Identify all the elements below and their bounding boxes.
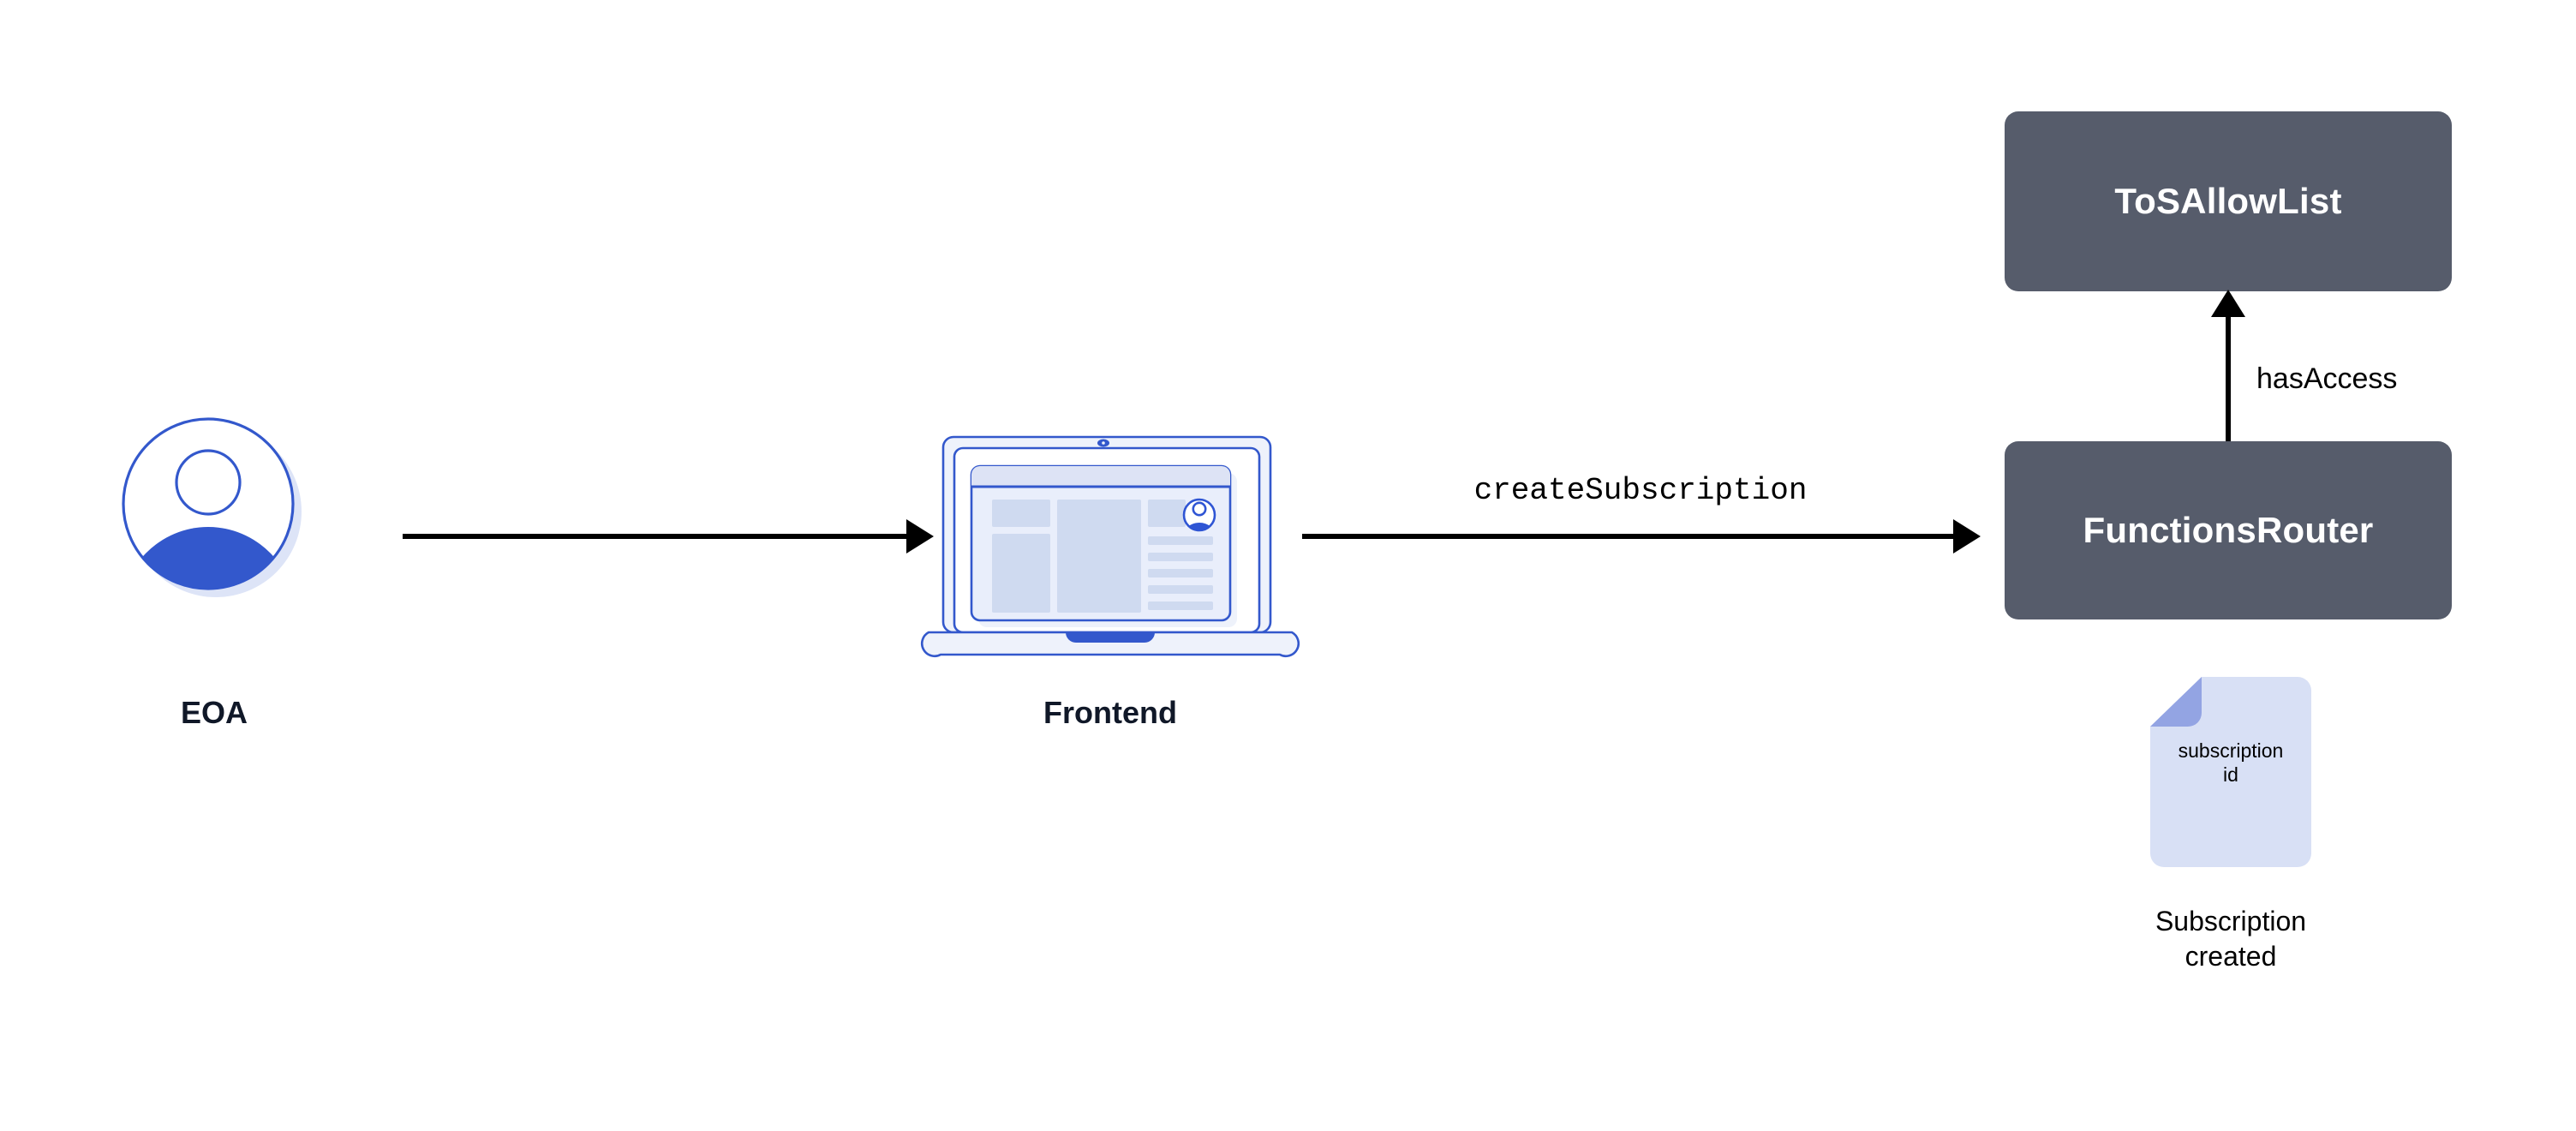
document-inner-line-2: id <box>2223 763 2238 787</box>
document-inner-text: subscription id <box>2150 739 2311 787</box>
node-tos-allow-list[interactable]: ToSAllowList <box>2005 111 2452 291</box>
document-icon <box>2150 677 2311 867</box>
node-subscription-document-caption: Subscription created <box>2085 904 2376 974</box>
edge-eoa-to-frontend <box>403 514 934 559</box>
node-subscription-document[interactable]: subscription id <box>2150 677 2311 867</box>
node-functions-router-label: FunctionsRouter <box>2083 510 2374 550</box>
edge-label-has-access: hasAccess <box>2256 362 2398 395</box>
node-frontend[interactable] <box>920 427 1300 667</box>
node-frontend-label: Frontend <box>1043 695 1177 730</box>
document-caption-line-1: Subscription <box>2155 906 2307 937</box>
edge-router-to-tos <box>2206 288 2250 444</box>
document-caption-line-2: created <box>2185 940 2277 972</box>
node-functions-router[interactable]: FunctionsRouter <box>2005 441 2452 619</box>
user-avatar-icon <box>122 417 302 597</box>
node-tos-allow-list-label: ToSAllowList <box>2114 181 2342 221</box>
laptop-icon <box>920 435 1300 658</box>
node-eoa-label: EOA <box>180 695 248 730</box>
edge-label-create-subscription: createSubscription <box>1473 473 1808 508</box>
document-inner-line-1: subscription <box>2178 739 2284 762</box>
node-eoa[interactable] <box>120 416 304 600</box>
edge-frontend-to-router <box>1302 514 1981 559</box>
